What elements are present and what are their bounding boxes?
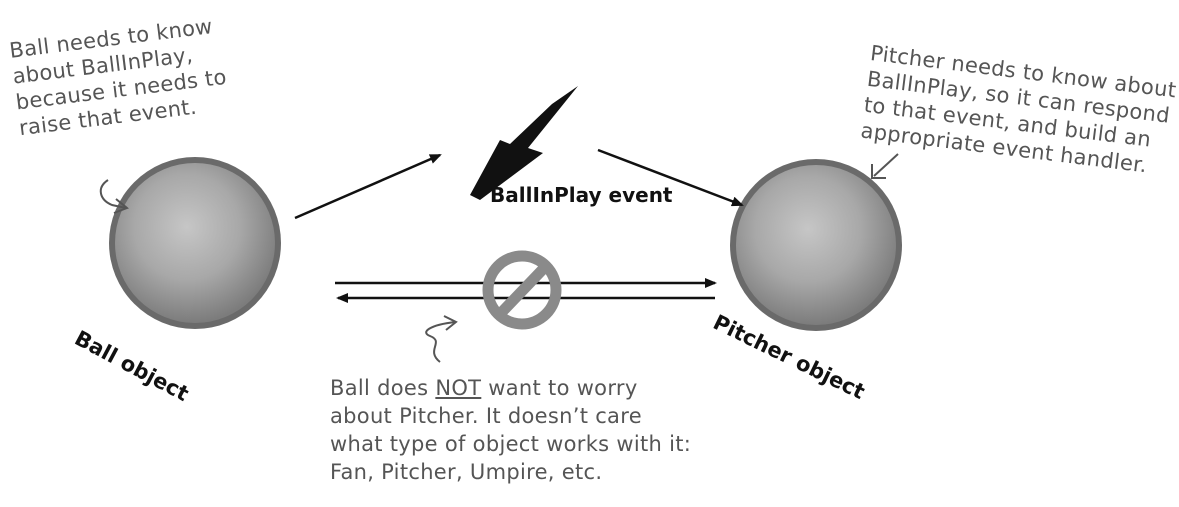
pitcher-note-squiggle-arrow <box>874 154 898 176</box>
no-dependency-squiggle-arrow <box>426 322 455 362</box>
no-dependency-note: Ball does NOT want to worry about Pitche… <box>330 374 691 486</box>
no-dependency-note-line: Fan, Pitcher, Umpire, etc. <box>330 458 691 486</box>
no-dependency-text: Ball does <box>330 376 435 400</box>
ball-object-sphere <box>109 157 281 329</box>
ball-to-event-arrow <box>295 155 440 218</box>
no-dependency-note-line: what type of object works with it: <box>330 430 691 458</box>
no-dependency-text: want to worry <box>481 376 637 400</box>
no-entry-icon <box>488 256 556 324</box>
not-emphasis: NOT <box>435 376 481 400</box>
no-dependency-note-line: Ball does NOT want to worry <box>330 374 691 402</box>
pitcher-object-sphere <box>730 159 902 331</box>
no-dependency-note-line: about Pitcher. It doesn’t care <box>330 402 691 430</box>
event-label: BallInPlay event <box>490 183 673 207</box>
